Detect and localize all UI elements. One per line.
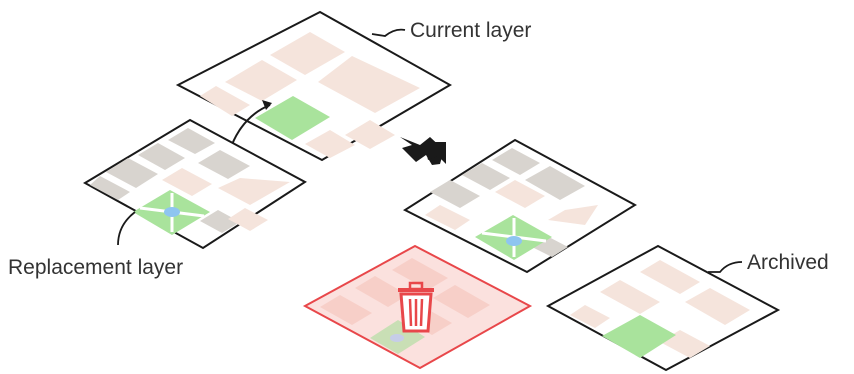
- replacement-layer-label: Replacement layer: [8, 256, 183, 279]
- archived-layer-label: Archived: [747, 251, 829, 274]
- replacement-label-leader: [118, 212, 135, 245]
- trash-icon: [398, 283, 434, 331]
- archived-layer-tile: [548, 246, 778, 370]
- current-label-leader: [372, 30, 405, 36]
- current-layer-label: Current layer: [410, 19, 531, 42]
- archived-label-leader: [708, 262, 742, 272]
- replacement-layer-tile: [85, 120, 305, 248]
- fountain: [164, 207, 180, 217]
- arrow-icon: [400, 137, 446, 165]
